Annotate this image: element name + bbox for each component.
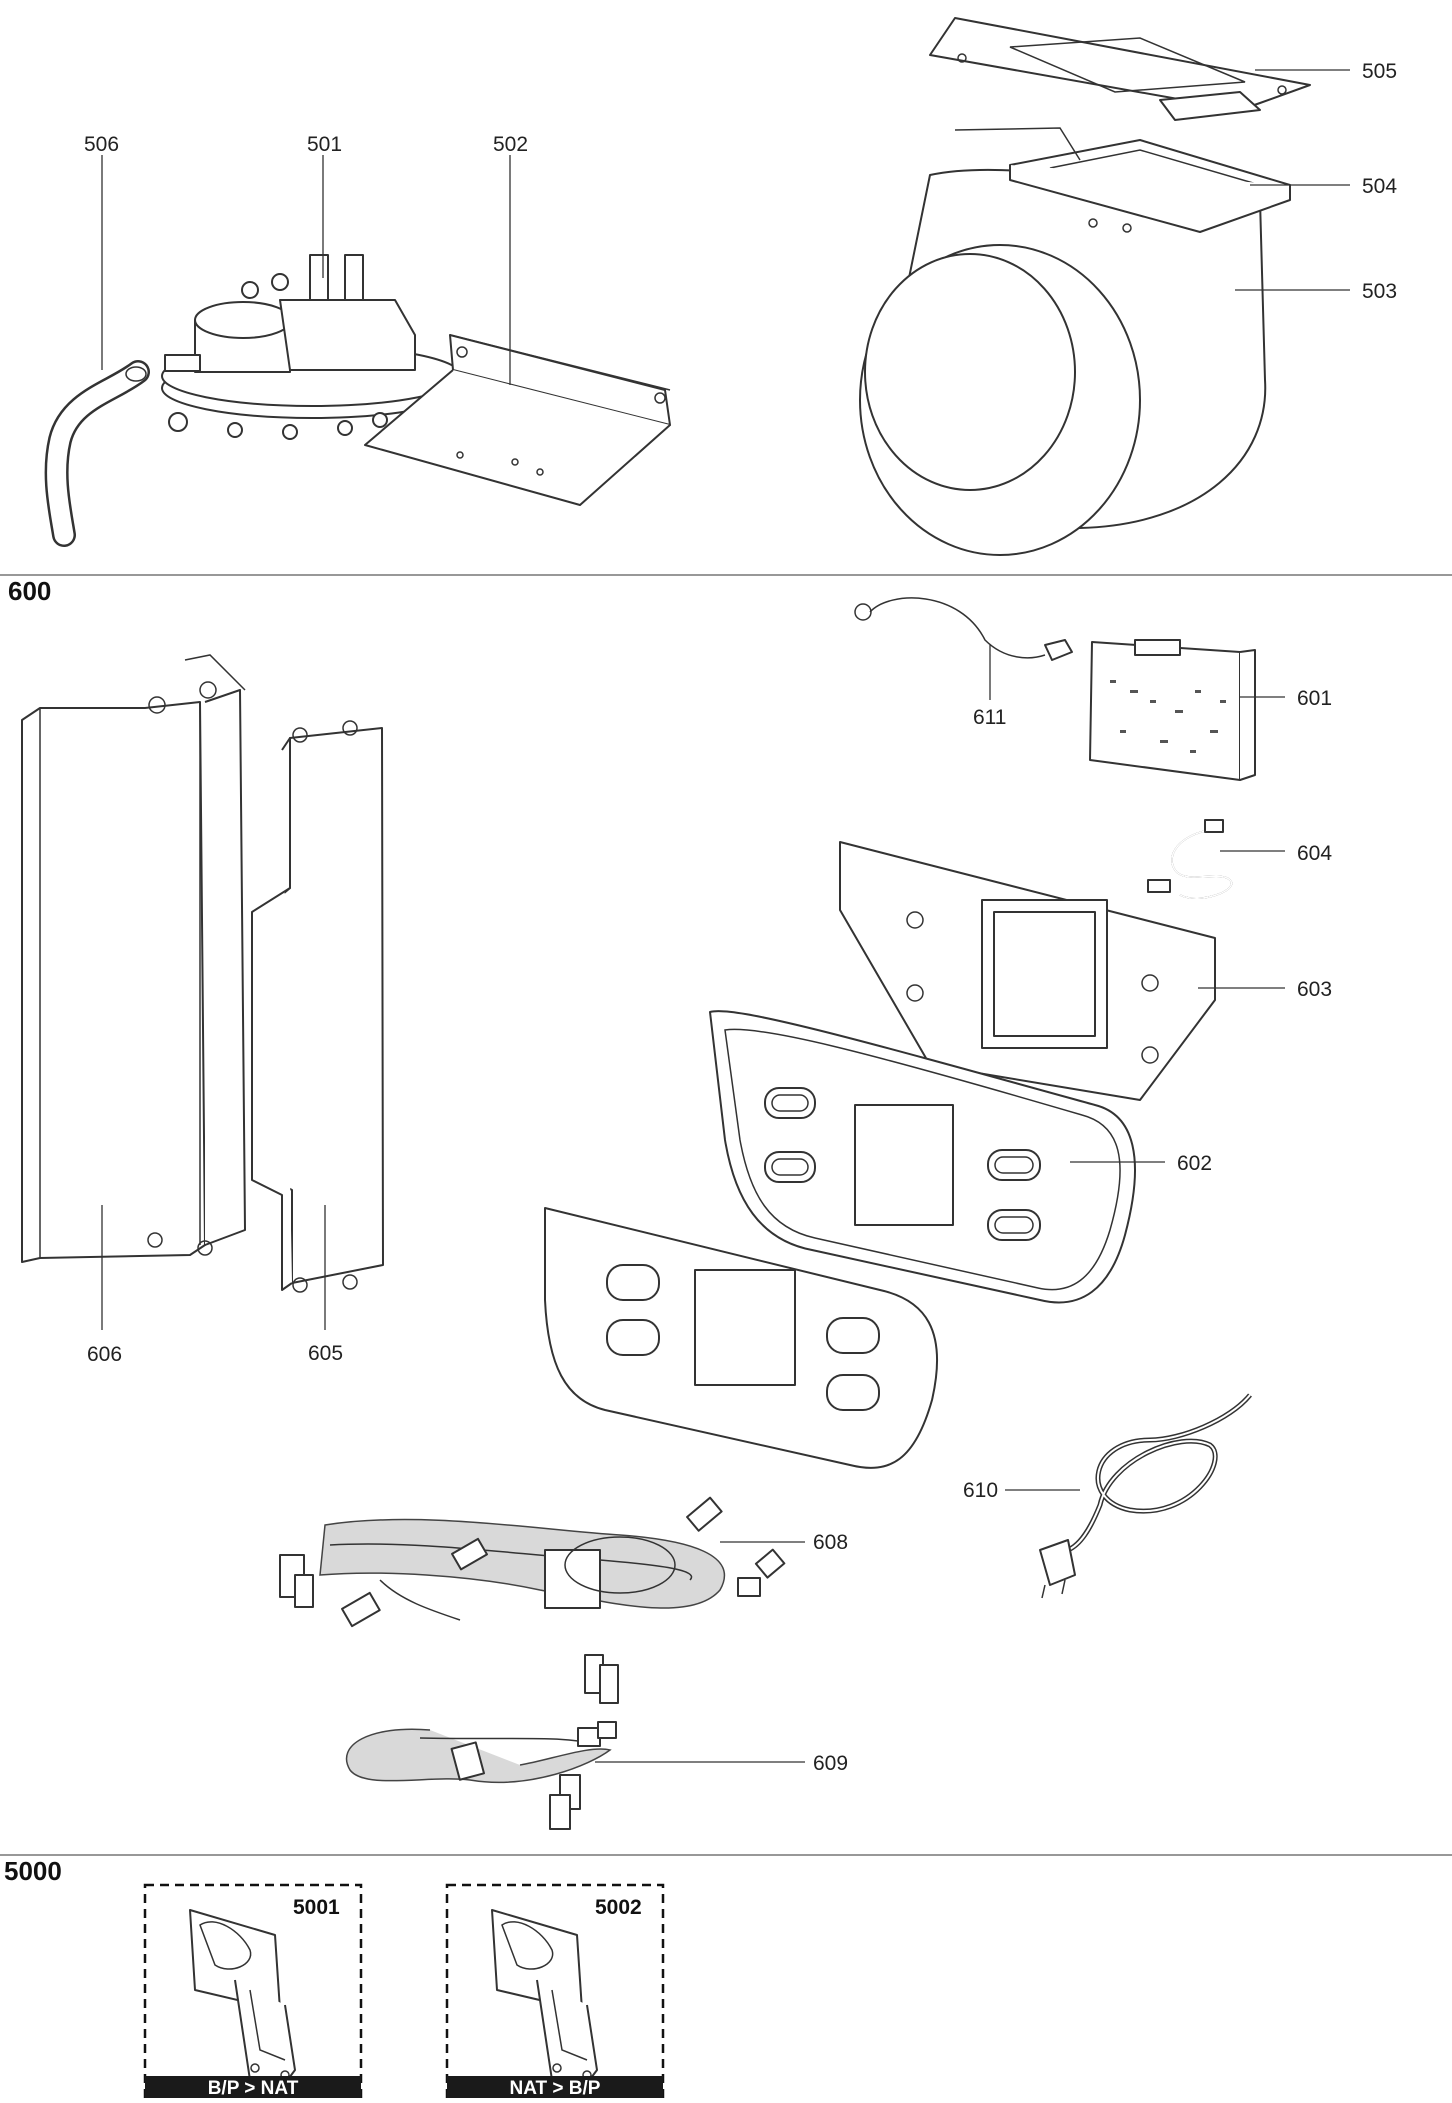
callout-505: 505 (1362, 60, 1397, 83)
leaders-600 (101, 645, 1285, 1763)
section-title-5000: 5000 (4, 1856, 62, 1886)
callout-604: 604 (1297, 842, 1332, 865)
callout-609: 609 (813, 1752, 848, 1775)
section-title-600: 600 (8, 576, 51, 606)
callout-610: 610 (963, 1479, 998, 1502)
part-605-panel (251, 720, 384, 1293)
part-610-power-cable (1039, 1393, 1252, 1599)
part-front-overlay (544, 1207, 939, 1469)
kit-label: B/P > NAT (208, 2078, 299, 2098)
part-608-harness (279, 1496, 786, 1704)
callout-601: 601 (1297, 687, 1332, 710)
part-503-fan (859, 168, 1267, 556)
callout-506: 506 (84, 133, 119, 156)
kit-label: NAT > B/P (510, 2078, 601, 2098)
kit-5002: 5002 NAT > B/P (445, 1883, 665, 2100)
kit-5001: 5001 B/P > NAT (143, 1883, 363, 2100)
part-502-bracket (364, 334, 671, 506)
callout-503: 503 (1362, 280, 1397, 303)
kit-number: 5002 (595, 1896, 642, 1919)
callout-504: 504 (1362, 175, 1397, 198)
kit-5001-illustration (189, 1909, 296, 2091)
part-606-cover (21, 654, 246, 1263)
part-609-harness (345, 1721, 617, 1830)
part-602-fascia (709, 1010, 1136, 1304)
part-601-pcb (1089, 639, 1256, 781)
part-603-front-plate (839, 841, 1216, 1101)
callout-602: 602 (1177, 1152, 1212, 1175)
callout-606: 606 (87, 1343, 122, 1366)
part-501-pressure-switch (161, 254, 463, 440)
callout-603: 603 (1297, 978, 1332, 1001)
leaders-500 (101, 69, 1350, 385)
callout-611: 611 (973, 706, 1006, 729)
kit-5002-illustration (491, 1909, 598, 2091)
part-506-hose (44, 360, 150, 547)
callout-608: 608 (813, 1531, 848, 1554)
callout-501: 501 (307, 133, 342, 156)
callout-502: 502 (493, 133, 528, 156)
part-611-wire (854, 597, 1073, 661)
part-604-harness (1147, 819, 1233, 900)
part-504-flange (954, 127, 1291, 233)
kit-number: 5001 (293, 1896, 340, 1919)
part-505-plate (929, 17, 1311, 121)
callout-605: 605 (308, 1342, 343, 1365)
